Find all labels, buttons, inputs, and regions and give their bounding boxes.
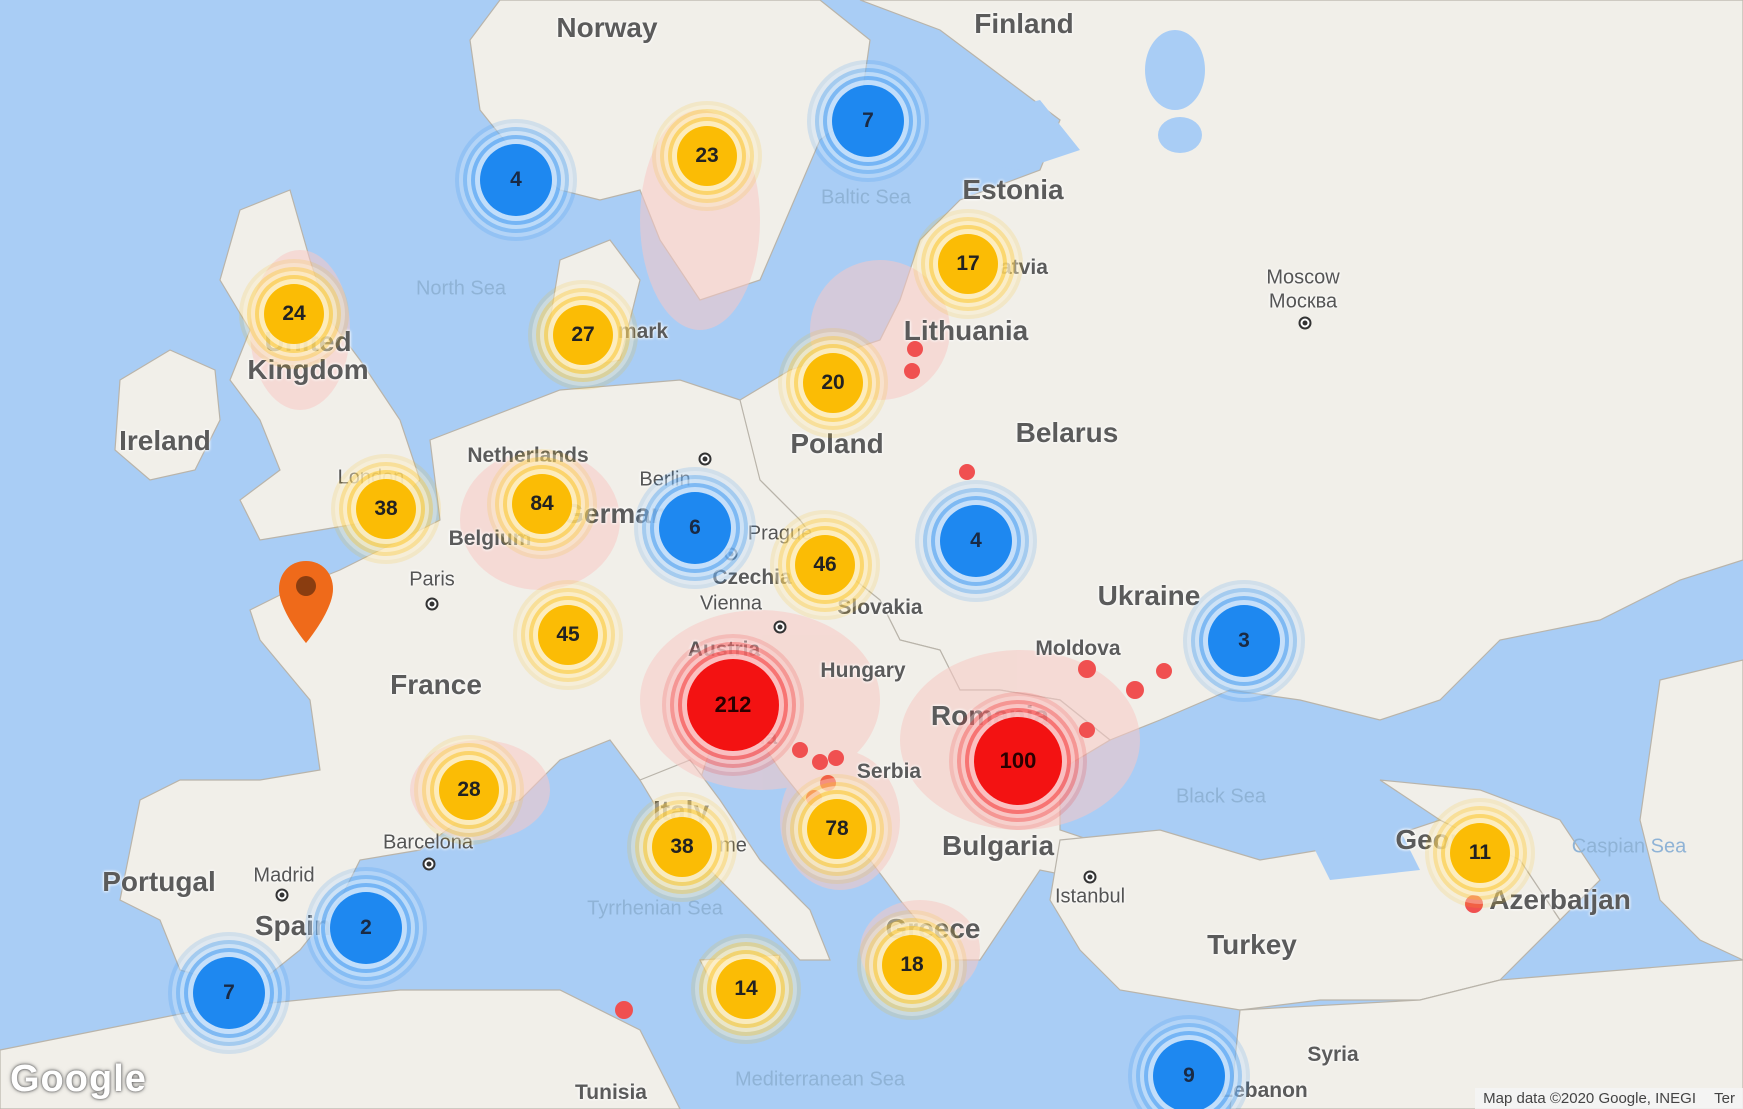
cluster-count: 24 [282, 302, 306, 325]
point-marker[interactable] [907, 341, 923, 357]
point-marker[interactable] [615, 1001, 633, 1019]
cluster-count: 212 [714, 692, 752, 717]
cluster-marker[interactable]: 2 [330, 892, 402, 964]
cluster-count: 17 [956, 252, 980, 275]
cluster-marker[interactable]: 6 [659, 492, 731, 564]
point-marker[interactable] [1465, 895, 1483, 913]
point-marker[interactable] [1078, 660, 1096, 678]
cluster-marker[interactable]: 3 [1208, 605, 1280, 677]
cluster-marker[interactable]: 7 [832, 85, 904, 157]
city-marker-icon [773, 620, 787, 634]
attribution-text: Map data ©2020 Google, INEGI [1483, 1090, 1696, 1107]
point-marker[interactable] [812, 754, 828, 770]
cluster-marker[interactable]: 38 [356, 479, 416, 539]
cluster-marker[interactable]: 4 [940, 505, 1012, 577]
point-marker[interactable] [1126, 681, 1144, 699]
cluster-marker[interactable]: 17 [938, 234, 998, 294]
location-marker-icon[interactable] [277, 559, 335, 645]
cluster-count: 7 [223, 981, 235, 1004]
map-attribution[interactable]: Map data ©2020 Google, INEGI Ter [1475, 1088, 1743, 1109]
cluster-count: 11 [1468, 841, 1492, 864]
cluster-marker[interactable]: 46 [795, 535, 855, 595]
cluster-count: 14 [734, 977, 758, 1000]
point-marker[interactable] [959, 464, 975, 480]
cluster-count: 6 [689, 516, 701, 539]
point-marker[interactable] [806, 790, 822, 806]
cluster-count: 7 [862, 109, 874, 132]
point-marker[interactable] [904, 363, 920, 379]
cluster-marker[interactable]: 38 [652, 817, 712, 877]
cluster-count: 46 [813, 553, 837, 576]
cluster-marker[interactable]: 28 [439, 760, 499, 820]
cluster-count: 3 [1238, 629, 1250, 652]
city-marker-icon [698, 452, 712, 466]
cluster-count: 45 [556, 623, 580, 646]
point-marker[interactable] [828, 750, 844, 766]
cluster-count: 28 [457, 778, 481, 801]
point-marker[interactable] [820, 775, 836, 791]
cluster-count: 100 [999, 748, 1037, 773]
google-logo: Google [10, 1058, 147, 1100]
cluster-count: 27 [571, 323, 595, 346]
city-marker-icon [422, 857, 436, 871]
cluster-count: 78 [825, 817, 849, 840]
cluster-count: 20 [821, 371, 845, 394]
cluster-count: 38 [670, 835, 694, 858]
cluster-count: 84 [530, 492, 554, 515]
city-marker-icon [1298, 316, 1312, 330]
point-marker[interactable] [792, 742, 808, 758]
cluster-count: 4 [970, 529, 982, 552]
cluster-marker[interactable]: 18 [882, 935, 942, 995]
cluster-count: 9 [1183, 1064, 1195, 1087]
cluster-marker[interactable]: 212 [687, 659, 779, 751]
cluster-marker[interactable]: 23 [677, 126, 737, 186]
point-marker[interactable] [1156, 663, 1172, 679]
cluster-marker[interactable]: 100 [974, 717, 1062, 805]
cluster-marker[interactable]: 11 [1450, 823, 1510, 883]
cluster-count: 18 [900, 953, 924, 976]
point-marker[interactable] [1079, 722, 1095, 738]
cluster-marker[interactable]: 24 [264, 284, 324, 344]
city-marker-icon [275, 888, 289, 902]
city-marker-icon [724, 547, 738, 561]
cluster-marker[interactable]: 20 [803, 353, 863, 413]
city-marker-icon [1083, 870, 1097, 884]
terms-link[interactable]: Ter [1714, 1090, 1735, 1107]
cluster-count: 38 [374, 497, 398, 520]
cluster-count: 4 [510, 168, 522, 191]
cluster-marker[interactable]: 84 [512, 474, 572, 534]
cluster-marker[interactable]: 7 [193, 957, 265, 1029]
cluster-marker[interactable]: 14 [716, 959, 776, 1019]
cluster-marker[interactable]: 9 [1153, 1040, 1225, 1109]
city-marker-icon [425, 597, 439, 611]
cluster-marker[interactable]: 45 [538, 605, 598, 665]
cluster-count: 2 [360, 916, 372, 939]
cluster-marker[interactable]: 27 [553, 305, 613, 365]
cluster-marker[interactable]: 78 [807, 799, 867, 859]
cluster-marker[interactable]: 4 [480, 144, 552, 216]
cluster-count: 23 [695, 144, 719, 167]
